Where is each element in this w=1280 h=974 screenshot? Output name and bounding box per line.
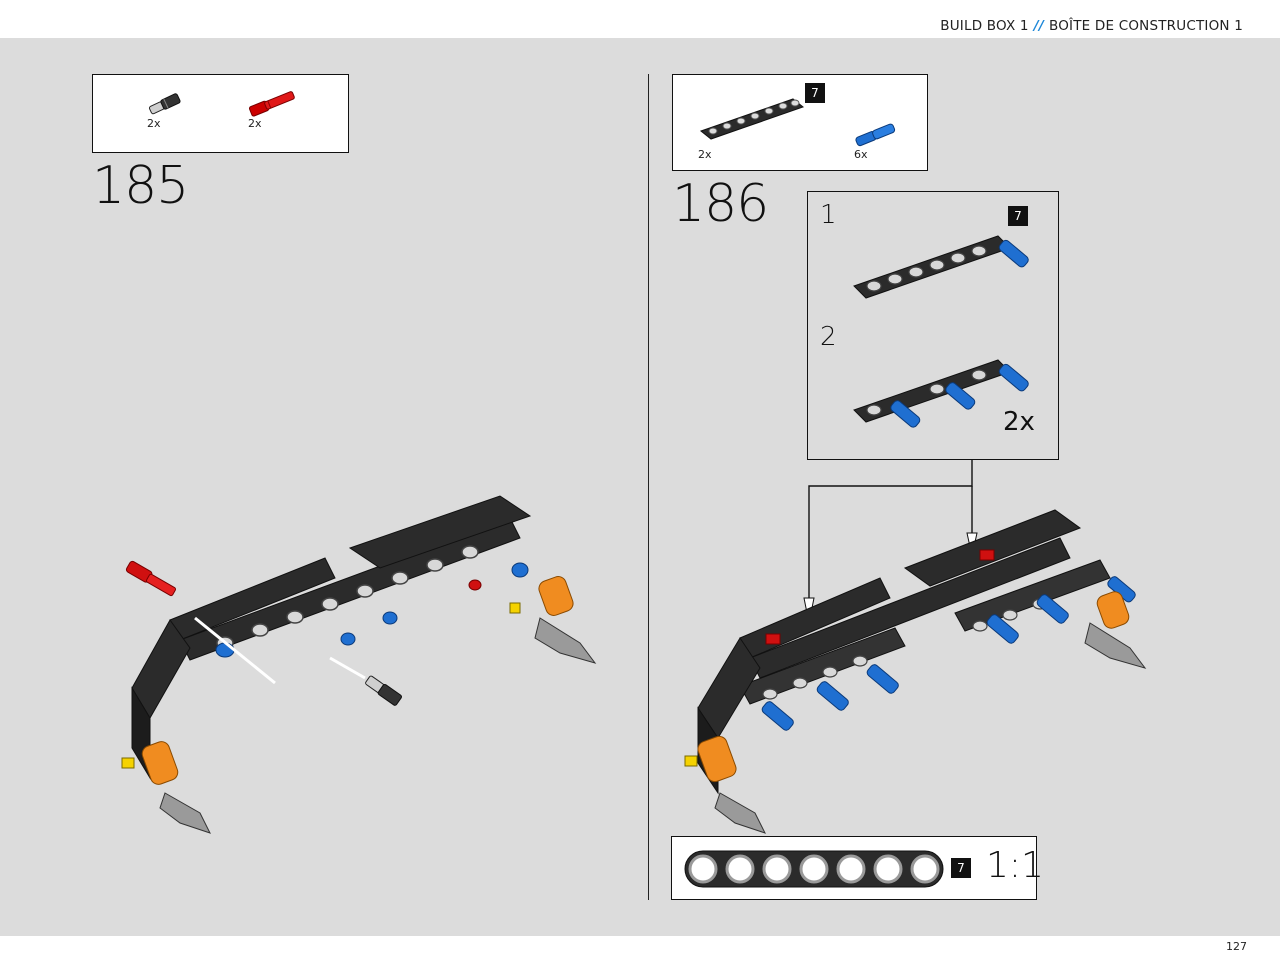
length-badge: 7 [1008,206,1028,226]
part-red-axle-pin-icon [248,91,295,117]
header-right: BOÎTE DE CONSTRUCTION 1 [1048,18,1243,34]
substep-number: 1 [820,200,837,230]
part-axle-pin-connector-icon [148,93,181,115]
step-185-model-illustration [121,495,597,834]
substep-number: 2 [820,322,837,352]
page-header: BUILD BOX 1//BOÎTE DE CONSTRUCTION 1 [0,0,1280,38]
instruction-page: 2x 2x 185 [0,38,1280,936]
parts-list-step-185: 2x 2x [92,74,349,153]
length-badge: 7 [805,83,825,103]
parts-list-step-186: 2x 7 6x [672,74,928,171]
substep-1-illustration [853,235,1029,299]
step-divider [648,74,649,900]
beam-7-scale-icon [684,850,944,888]
header-title: BUILD BOX 1//BOÎTE DE CONSTRUCTION 1 [940,18,1243,34]
incoming-axle-connector [365,675,402,706]
page-footer: 127 [0,936,1280,974]
part-qty: 2x [147,117,161,130]
part-blue-friction-pin-icon [855,123,896,147]
scale-reference: 7 1:1 [671,836,1044,900]
substep-multiplier: 2x [1003,407,1035,437]
part-beam-7-icon [699,98,805,140]
substep-2-illustration [853,359,1029,428]
page-number: 127 [1226,940,1247,953]
beam-assembly [121,495,597,834]
part-qty: 2x [698,148,712,161]
scale-ratio: 1:1 [986,845,1044,886]
assembly-arrow [194,616,276,685]
step-186-model-illustration [684,509,1147,834]
assembly-arrow [329,656,366,680]
part-qty: 6x [854,148,868,161]
length-badge: 7 [951,858,971,878]
incoming-red-pin [125,560,177,597]
sub-assembly-callout: 1 7 2 [807,191,1059,460]
part-qty: 2x [248,117,262,130]
step-number-186: 186 [672,174,769,234]
header-left: BUILD BOX 1 [940,18,1029,34]
header-separator: // [1033,18,1044,34]
step-number-185: 185 [92,156,189,216]
